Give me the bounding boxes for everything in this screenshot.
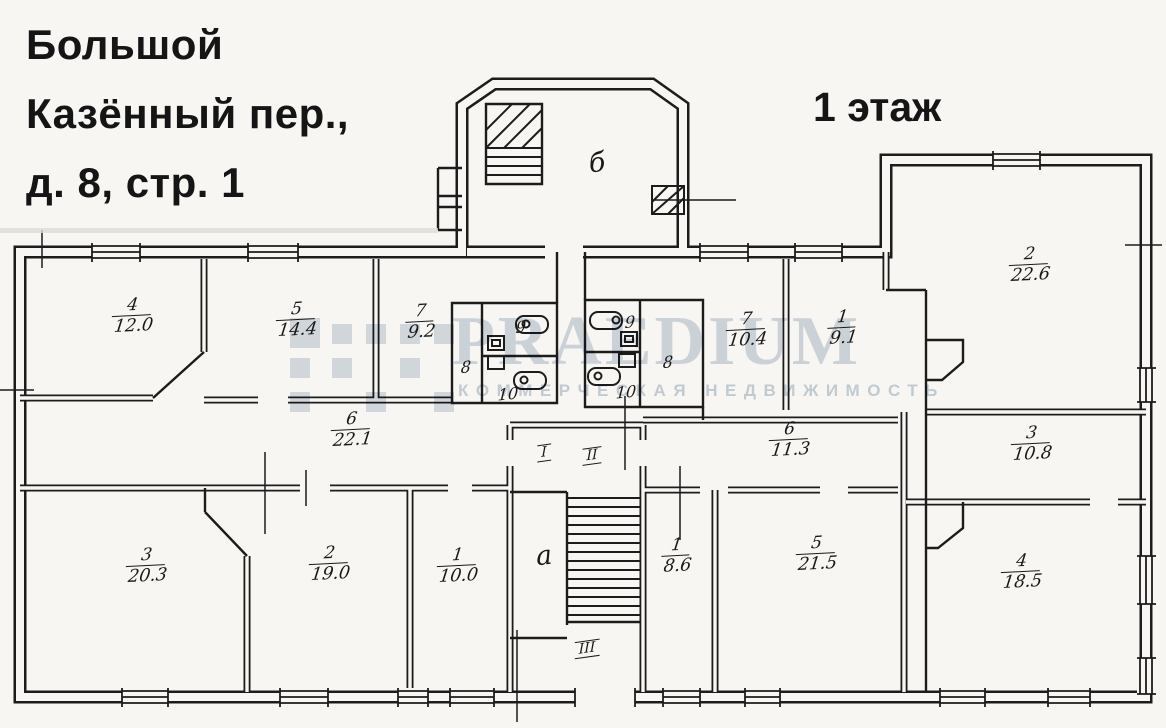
outer-walls <box>13 77 1153 704</box>
address-title: Большой Казённый пер., д. 8, стр. 1 <box>26 21 350 206</box>
axis-marks <box>0 199 1162 722</box>
windows <box>91 151 1156 707</box>
exit-doorway <box>574 688 636 707</box>
interior-walls <box>20 252 1146 692</box>
floor-label: 1 этаж <box>813 84 942 130</box>
sanitary-fixtures <box>487 311 638 390</box>
stair-treads <box>486 147 641 616</box>
wall-hatching <box>485 103 685 215</box>
scan-artifact <box>0 228 438 233</box>
partition-lines <box>152 102 965 692</box>
